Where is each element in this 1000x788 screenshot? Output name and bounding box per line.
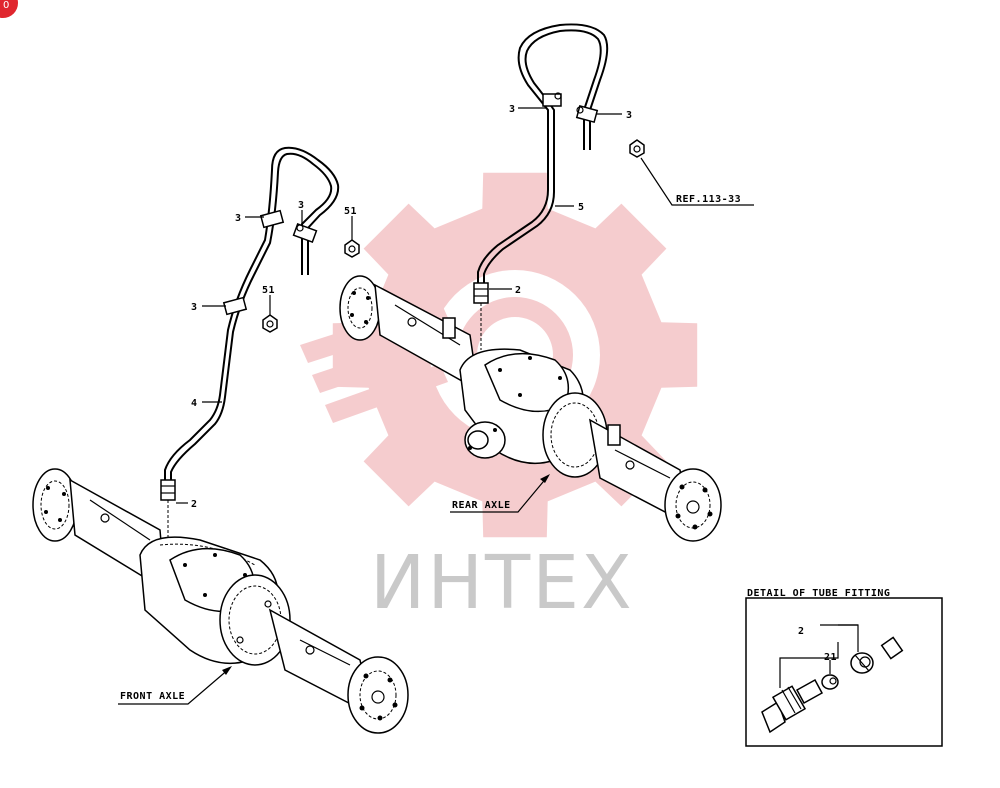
front-fitting-label: 2 [191,499,198,510]
detail-tube-end[interactable] [880,636,904,660]
front-nut-b-label: 51 [262,285,275,296]
watermark-text: ИНТЕХ [370,540,634,626]
rear-breather-tube[interactable] [477,23,609,283]
detail-sleeve-callout: 21 [824,652,837,663]
front-clamp-upper[interactable] [259,209,285,229]
rear-axle[interactable] [339,275,722,542]
rear-clamp-left[interactable] [542,92,562,107]
ref-label: REF.113-33 [676,194,741,205]
rear-clamp-b-label: 3 [626,110,633,121]
front-clamp-b-label: 3 [298,200,305,211]
front-nut-lower[interactable] [262,314,278,333]
rear-tube-label: 5 [578,202,585,213]
rear-fitting-label: 2 [515,285,522,296]
rear-clamp-right[interactable] [575,104,599,124]
front-clamp-c-label: 3 [191,302,198,313]
front-tube-fitting[interactable] [160,479,176,540]
detail-title: DETAIL OF TUBE FITTING [747,588,890,599]
front-clamp-mid[interactable] [292,222,318,244]
rear-clamp-a-label: 3 [509,104,516,115]
corner-badge-glyph: 0 [3,0,9,11]
corner-badge-icon[interactable] [0,0,18,18]
detail-fitting-callout: 2 [798,626,805,637]
front-clamp-lower[interactable] [222,296,248,316]
front-axle-label: FRONT AXLE [120,691,185,702]
front-nut-a-label: 51 [344,206,357,217]
front-breather-tube[interactable] [164,146,340,480]
front-clamp-a-label: 3 [235,213,242,224]
detail-fitting-body[interactable] [761,678,824,734]
detail-nut[interactable] [850,652,874,674]
front-nut-upper[interactable] [344,239,360,258]
rear-axle-label: REAR AXLE [452,500,511,511]
rear-nut[interactable] [629,139,645,158]
rear-tube-fitting[interactable] [473,282,489,350]
front-axle[interactable] [32,468,409,734]
front-tube-label: 4 [191,398,198,409]
detail-sleeve[interactable] [821,674,839,690]
